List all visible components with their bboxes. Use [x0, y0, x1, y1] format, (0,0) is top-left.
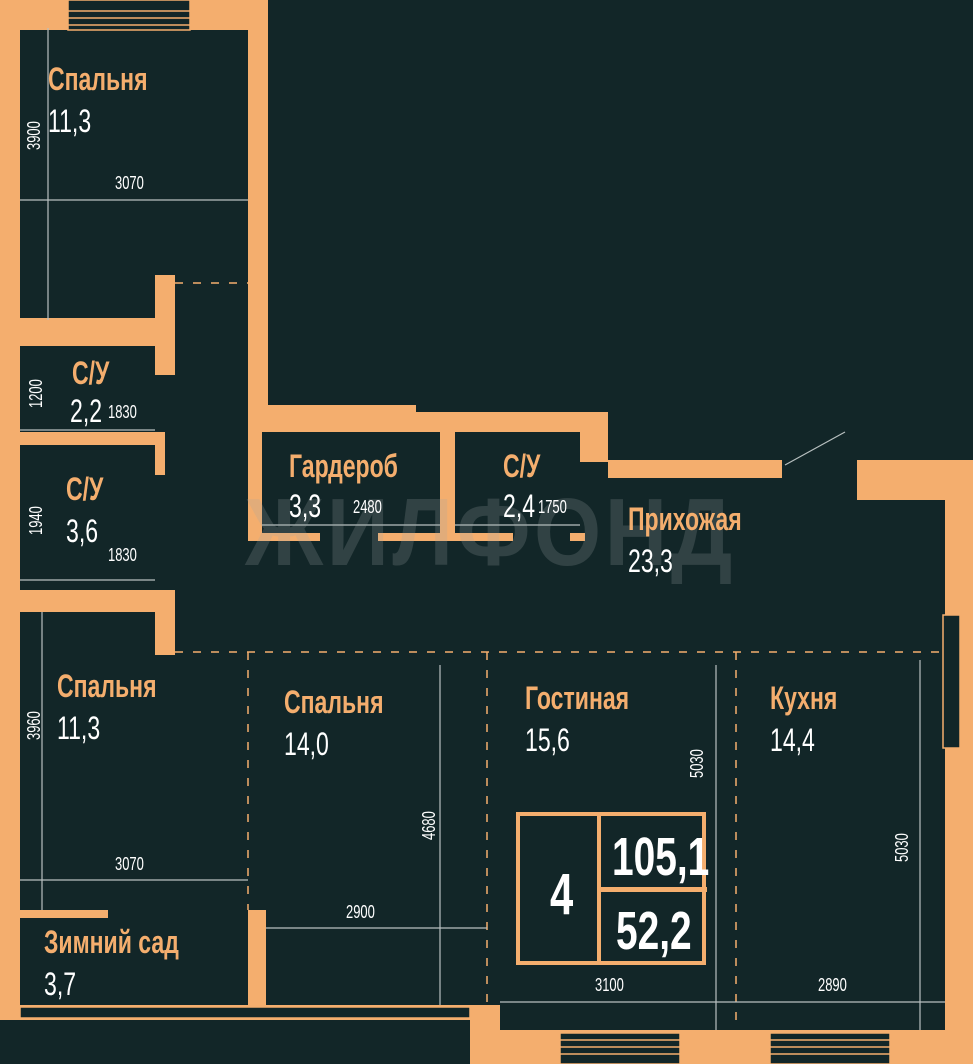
dimension: 1750 — [538, 497, 567, 517]
room-area: 2,2 — [70, 393, 103, 429]
room-area: 14,4 — [770, 722, 815, 758]
room-name: С/У — [66, 471, 104, 507]
room-area: 3,6 — [66, 513, 99, 549]
room-name: С/У — [503, 448, 541, 484]
room-area: 15,6 — [525, 722, 570, 758]
dimension: 3070 — [115, 173, 144, 193]
dimension: 5030 — [892, 833, 912, 862]
room-name: Спальня — [284, 684, 384, 720]
room-name: Зимний сад — [44, 924, 179, 960]
apartment-summary: 4 105,1 52,2 — [516, 812, 710, 965]
room-area: 3,3 — [289, 488, 322, 524]
windows — [19, 0, 961, 1064]
room-area: 11,3 — [48, 103, 92, 139]
room-name: Гостиная — [525, 680, 630, 716]
dimension: 2900 — [346, 902, 375, 922]
room-name: Прихожая — [628, 501, 742, 537]
room-name: Спальня — [57, 668, 157, 704]
dimension: 3100 — [595, 975, 624, 995]
rooms-count: 4 — [550, 862, 574, 927]
living-area: 52,2 — [616, 901, 692, 961]
dimension: 5030 — [687, 749, 707, 778]
dimension-lines — [20, 28, 945, 1030]
dimension: 1830 — [108, 545, 137, 565]
dimension: 4680 — [419, 811, 439, 840]
dimension: 2480 — [353, 497, 382, 517]
dimension: 3900 — [24, 121, 44, 150]
room-name: С/У — [72, 355, 110, 391]
room-area: 23,3 — [628, 543, 673, 579]
room-area: 14,0 — [284, 726, 329, 762]
room-area: 3,7 — [44, 966, 77, 1002]
room-name: Гардероб — [289, 448, 398, 484]
room-name: Кухня — [770, 680, 838, 716]
dimension: 3960 — [24, 711, 44, 740]
room-name: Спальня — [48, 61, 148, 97]
dimension: 2890 — [818, 975, 847, 995]
watermark: ЖИЛФОНД — [245, 479, 736, 586]
dimension: 1200 — [26, 379, 46, 408]
dimension: 3070 — [115, 854, 144, 874]
total-area: 105,1 — [612, 827, 710, 887]
room-area: 11,3 — [57, 710, 101, 746]
dimension: 1940 — [26, 506, 46, 535]
dimension: 1830 — [108, 402, 137, 422]
dashed-lines — [175, 282, 945, 1030]
room-area: 2,4 — [503, 488, 536, 524]
